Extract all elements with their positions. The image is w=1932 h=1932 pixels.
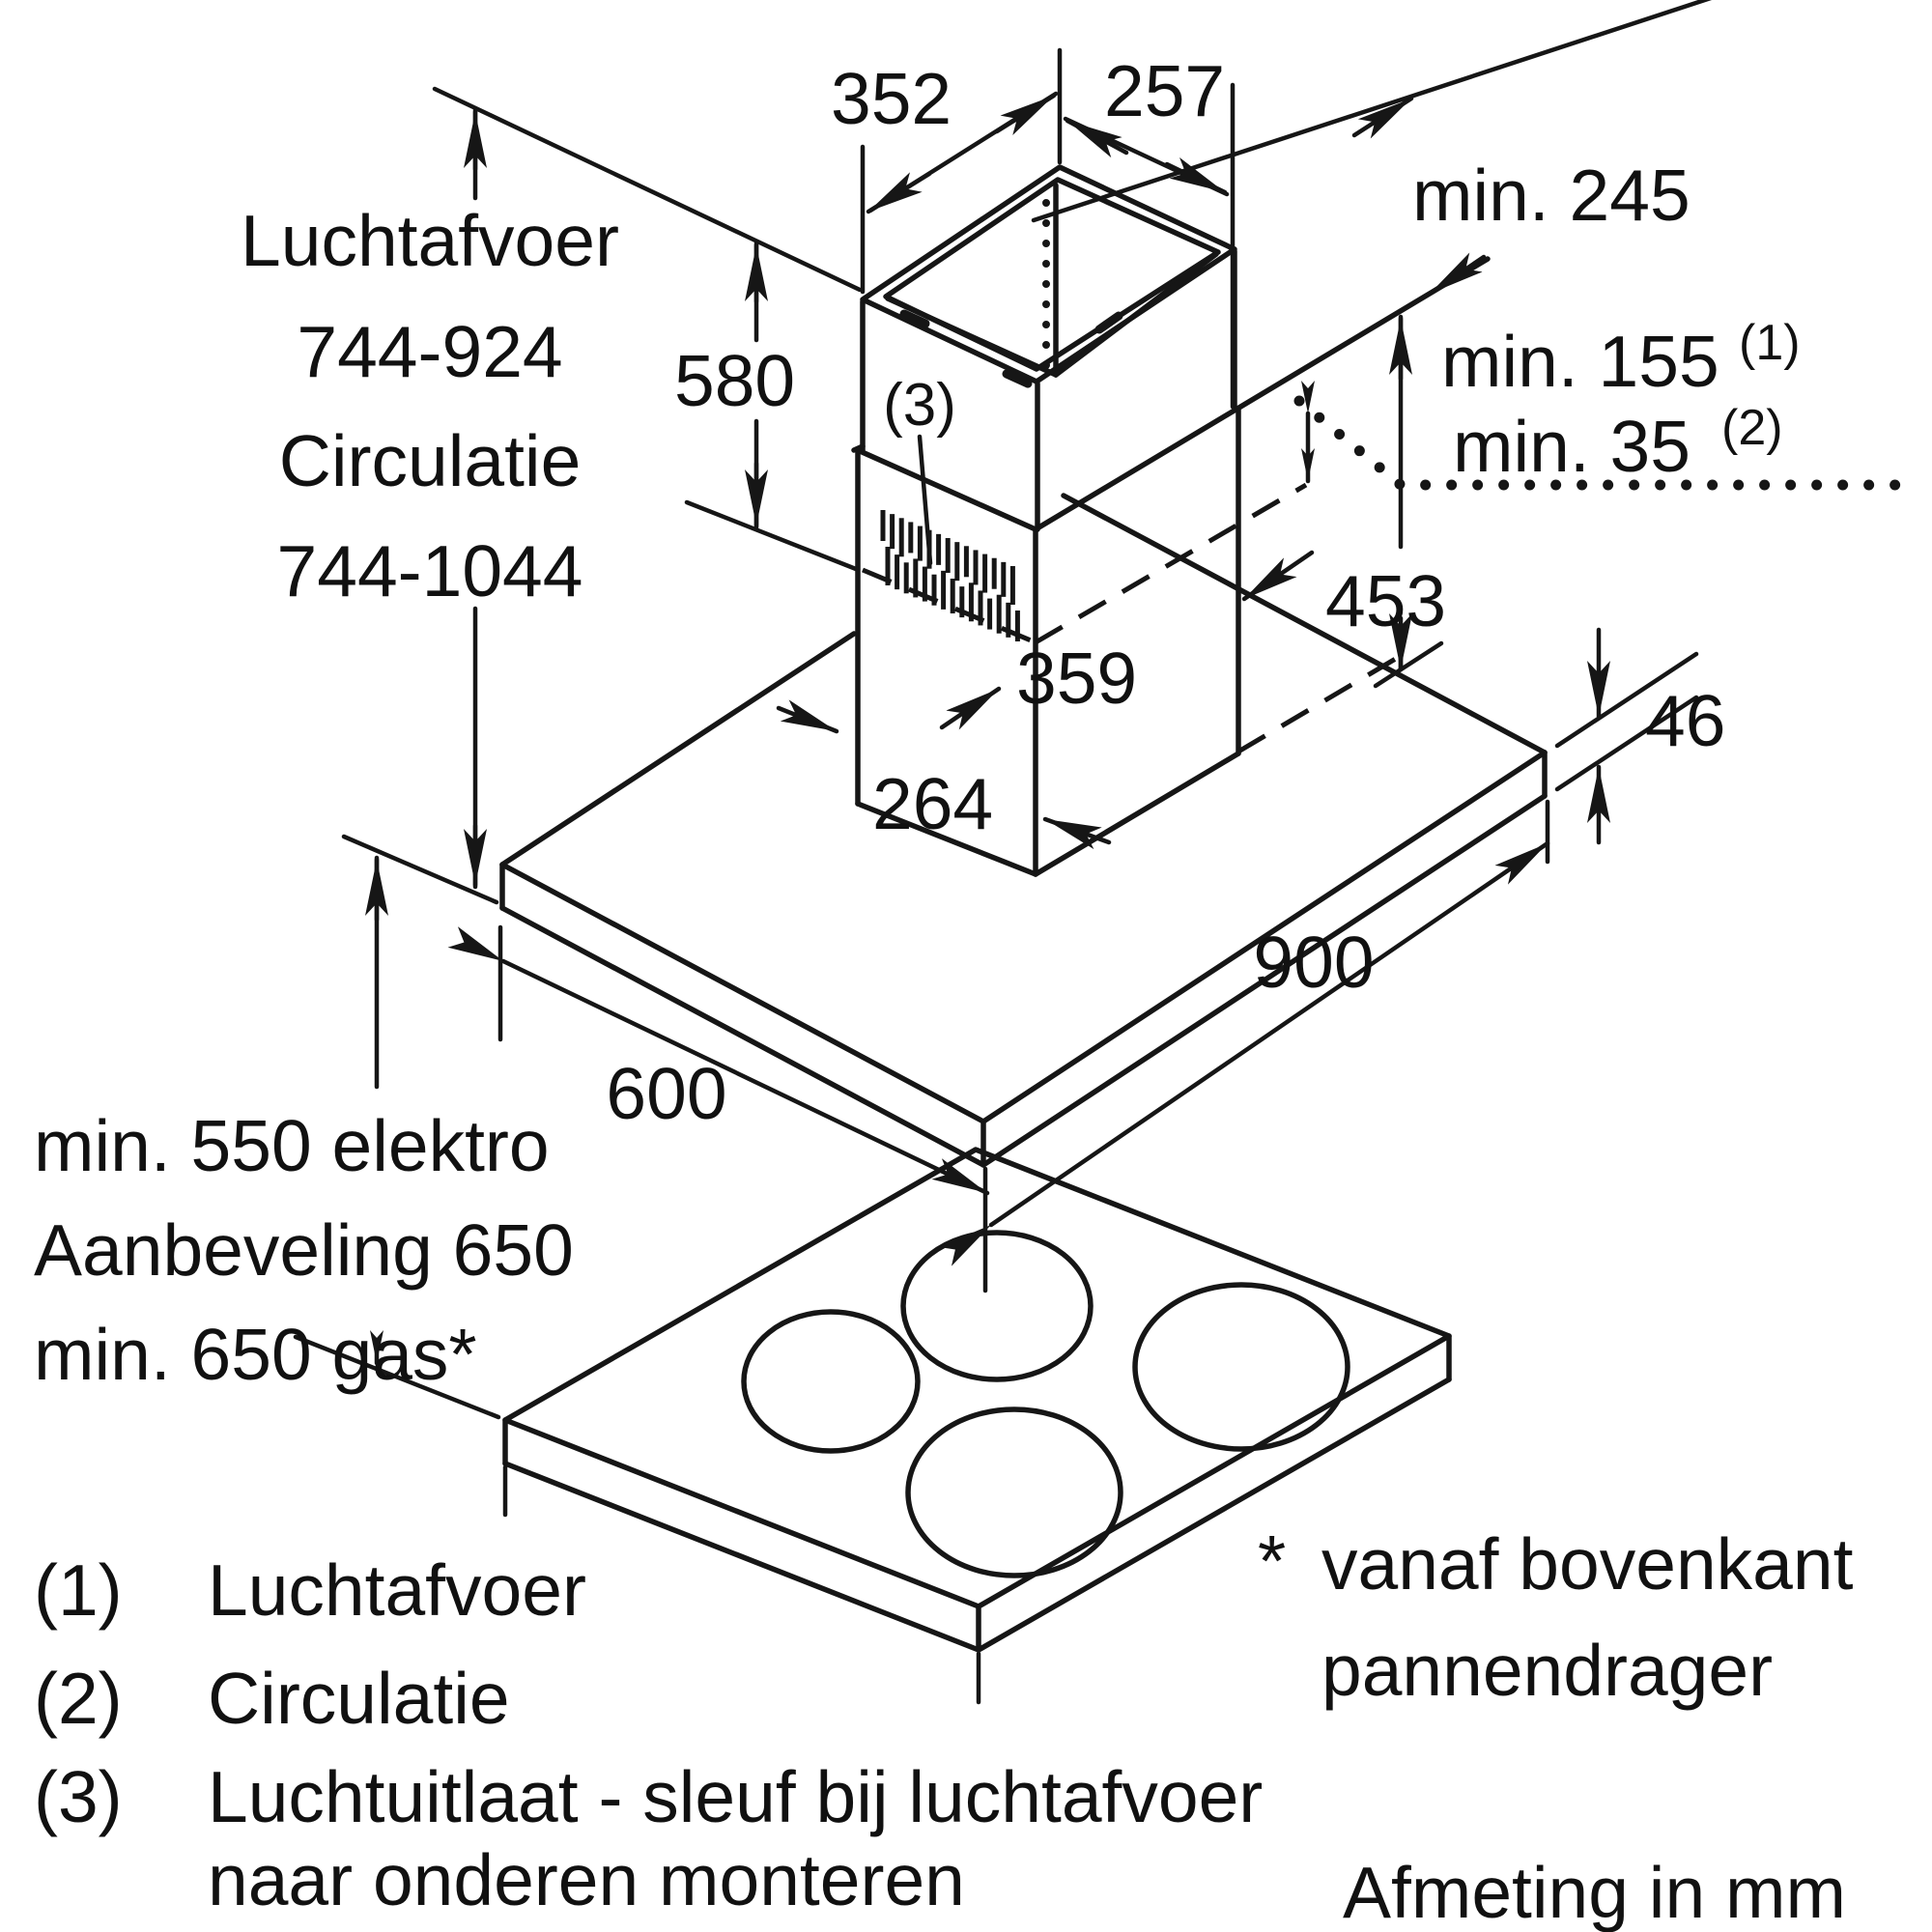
dim-600-label: 600 — [606, 1053, 726, 1134]
legend-1-text: Luchtafvoer — [208, 1549, 586, 1631]
duct-height-label-2: Circulatie — [279, 420, 582, 501]
legend-3-ref: (3) — [34, 1756, 123, 1837]
burner-left — [741, 1309, 921, 1454]
clearance-electric-label: min. 550 elektro — [34, 1105, 550, 1186]
slot-ref-label: (3) — [883, 372, 956, 439]
min-35-superscript: (2) — [1721, 400, 1783, 456]
duct-height-exhaust-range: 744-924 — [297, 311, 562, 392]
burner-front — [905, 1406, 1123, 1578]
air-outlet-grille — [880, 510, 1020, 641]
dimension-lines — [365, 91, 1699, 1366]
chimney-duct — [851, 164, 1491, 877]
min-245-label: min. 245 — [1412, 155, 1690, 236]
burner-right — [1132, 1282, 1350, 1452]
screw-slot — [1002, 369, 1033, 388]
dim-264-label: 264 — [872, 763, 993, 844]
footnote-asterisk: * — [1258, 1520, 1286, 1602]
legend-3-text-line2: naar onderen monteren — [208, 1839, 965, 1920]
min-35-label: min. 35 — [1453, 406, 1690, 487]
labels: 352 257 580 Luchtafvoer 744-924 Circulat… — [34, 50, 1854, 1932]
footnote-line1: vanaf bovenkant — [1321, 1523, 1854, 1605]
dim-352-label: 352 — [831, 58, 952, 139]
legend-1-ref: (1) — [34, 1549, 123, 1631]
dim-359-label: 359 — [1016, 638, 1137, 719]
duct-height-label: Luchtafvoer — [241, 200, 619, 281]
cooktop — [502, 1147, 1452, 1653]
clearance-gas-label: min. 650 gas* — [34, 1314, 477, 1395]
clearance-recommended-label: Aanbeveling 650 — [34, 1209, 574, 1291]
dim-257-label: 257 — [1104, 50, 1225, 131]
min-155-superscript: (1) — [1739, 315, 1801, 371]
dim-453-label: 453 — [1325, 560, 1446, 641]
min-155-label: min. 155 — [1441, 321, 1719, 402]
units-note: Afmeting in mm — [1343, 1852, 1846, 1932]
dim-900-label: 900 — [1253, 922, 1374, 1003]
dim-46-label: 46 — [1645, 680, 1725, 761]
burner-back — [900, 1230, 1094, 1382]
legend-2-ref: (2) — [34, 1658, 123, 1739]
duct-height-recirc-range: 744-1044 — [277, 530, 583, 611]
legend-2-text: Circulatie — [208, 1658, 510, 1739]
screw-slot — [1094, 311, 1123, 334]
legend-3-text: Luchtuitlaat - sleuf bij luchtafvoer — [208, 1756, 1263, 1837]
dim-580-label: 580 — [674, 340, 795, 421]
footnote-line2: pannendrager — [1321, 1630, 1773, 1711]
screw-slot — [899, 309, 930, 328]
